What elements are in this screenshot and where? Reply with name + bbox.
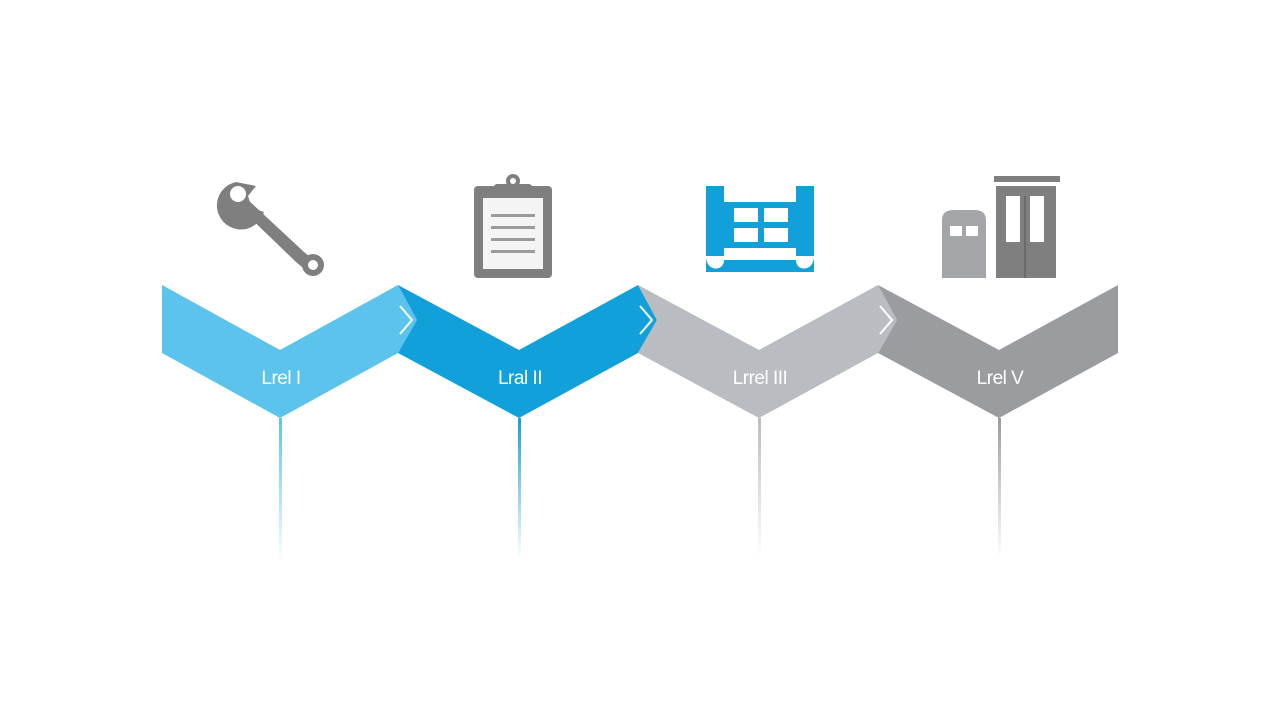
- step-3-label: Lrrel III: [733, 368, 788, 389]
- step-4-chevron: [878, 285, 1118, 418]
- step-1-stem: [279, 418, 282, 563]
- step-2-stem: [518, 418, 521, 558]
- building-icon: [942, 176, 1060, 278]
- step-1: Lrel I: [162, 182, 417, 563]
- step-2: Lral II: [398, 174, 657, 558]
- step-2-label: Lral II: [498, 368, 542, 389]
- clipboard-icon: [474, 174, 552, 278]
- step-4-stem: [998, 418, 1001, 558]
- wrench-icon: [216, 182, 324, 276]
- step-3: Lrrel III: [638, 186, 897, 558]
- step-1-label: Lrel I: [261, 368, 300, 389]
- step-3-stem: [758, 418, 761, 558]
- step-2-chevron: [398, 285, 657, 418]
- step-4-label: Lrel V: [977, 368, 1024, 389]
- blueprint-icon: [706, 186, 814, 272]
- step-3-chevron: [638, 285, 897, 418]
- step-1-chevron: [162, 285, 417, 418]
- step-4: Lrel V: [878, 176, 1118, 558]
- connector-highlights: [399, 305, 894, 335]
